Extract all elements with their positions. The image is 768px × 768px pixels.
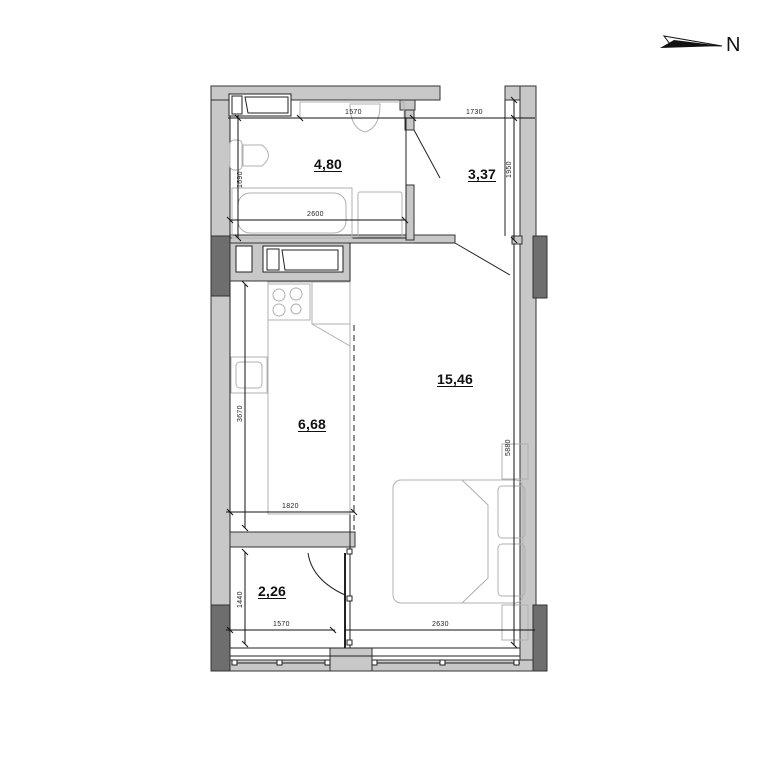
room-area-living-room: 15,46 <box>437 371 474 387</box>
dimension-ticks <box>226 96 518 649</box>
door-swings <box>307 129 511 648</box>
windows <box>231 548 520 666</box>
dim-hall-height: 1950 <box>506 161 513 178</box>
dimension-lines <box>226 100 535 645</box>
dim-living-width: 2630 <box>432 621 449 628</box>
dim-balcony-width: 1570 <box>273 621 290 628</box>
dim-kitchen-height: 3670 <box>237 405 244 422</box>
dim-hall-top: 1730 <box>466 109 483 116</box>
dim-living-height: 5880 <box>505 439 512 456</box>
interior-lines <box>229 100 520 657</box>
room-area-balcony: 2,26 <box>258 583 287 599</box>
furniture <box>229 101 529 641</box>
dim-bath-bottom: 2600 <box>307 211 324 218</box>
dim-kitchen-width: 1820 <box>282 503 299 510</box>
dim-bath-top: 1570 <box>345 109 362 116</box>
north-label: N <box>726 34 741 56</box>
room-area-hallway: 3,37 <box>468 166 497 182</box>
room-area-kitchen: 6,68 <box>298 416 327 432</box>
room-area-bathroom: 4,80 <box>314 156 343 172</box>
north-arrow-icon <box>660 35 723 48</box>
dark-walls <box>210 235 548 672</box>
dim-balcony-height: 1440 <box>237 591 244 608</box>
dim-bath-height: 1690 <box>237 171 244 188</box>
ventilation-shafts <box>228 93 344 273</box>
